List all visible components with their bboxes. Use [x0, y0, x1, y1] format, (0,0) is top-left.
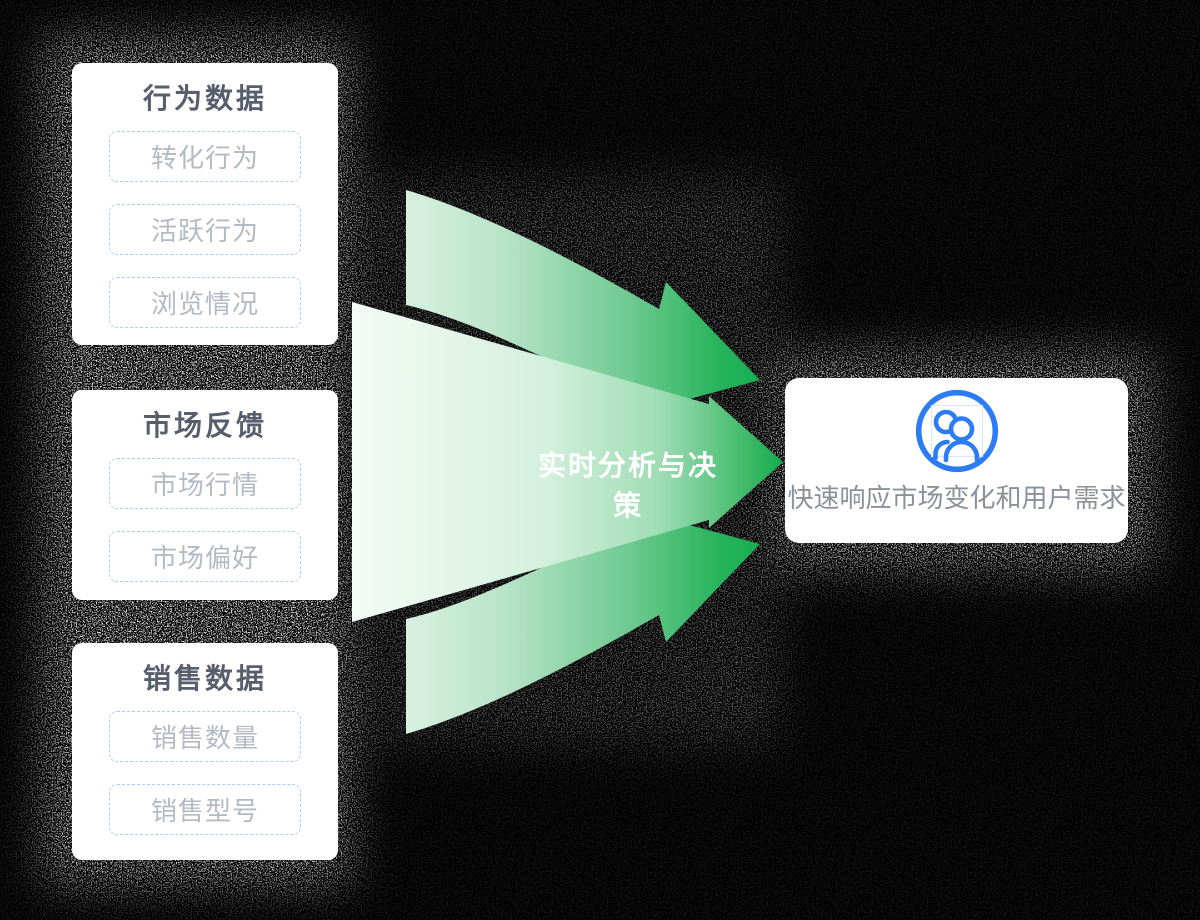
card-title: 市场反馈: [142, 410, 267, 441]
card-title: 销售数据: [142, 663, 267, 694]
front-person-shoulders: [943, 439, 979, 463]
data-item: 活跃行为: [109, 204, 301, 255]
flow-label: 实时分析与决策: [537, 450, 718, 521]
data-item: 浏览情况: [109, 277, 301, 328]
back-person-shoulder: [932, 439, 950, 461]
data-item: 销售数量: [109, 711, 301, 762]
icon-bounds-square: [930, 404, 983, 458]
data-item: 市场偏好: [109, 531, 301, 582]
source-card-behavior: 行为数据 转化行为 活跃行为 浏览情况: [72, 63, 338, 345]
data-item: 转化行为: [109, 131, 301, 182]
result-card: 快速响应市场变化和用户需求: [785, 378, 1128, 543]
result-text: 快速响应市场变化和用户需求: [787, 483, 1126, 513]
data-item: 销售型号: [109, 784, 301, 835]
team-icon: [915, 389, 998, 473]
card-title: 行为数据: [142, 83, 267, 114]
data-item: 市场行情: [109, 458, 301, 509]
icon-ring: [915, 389, 998, 473]
source-card-market: 市场反馈 市场行情 市场偏好: [72, 390, 338, 600]
source-card-sales: 销售数据 销售数量 销售型号: [72, 643, 338, 860]
front-person-head: [948, 416, 974, 442]
